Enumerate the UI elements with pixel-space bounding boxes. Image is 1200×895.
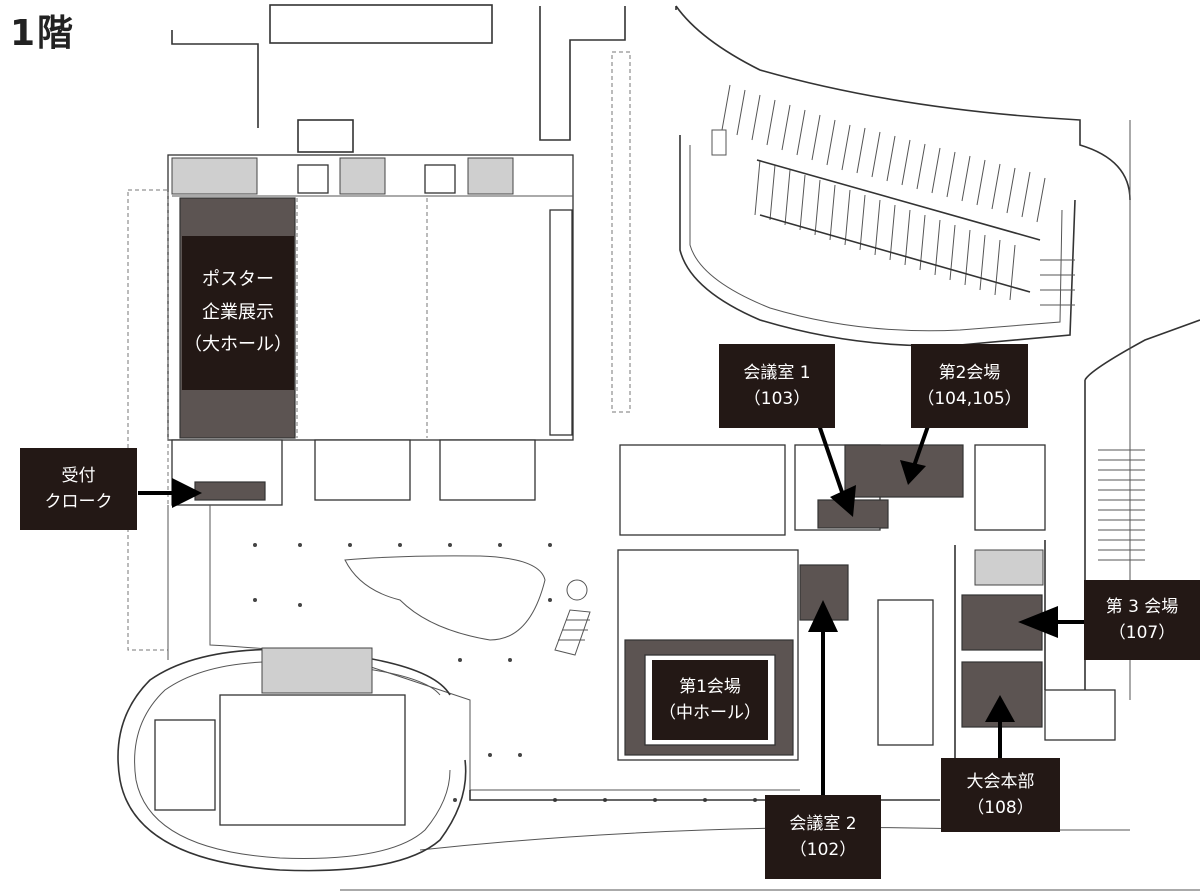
label-reception-line2: クローク — [44, 492, 113, 512]
reception-desk — [194, 481, 266, 501]
label-poster-line1: ポスター — [202, 269, 274, 291]
hall-top-room-2 — [339, 157, 386, 195]
label-venue1-line2: （中ホール） — [659, 703, 761, 723]
hall-top-room-5 — [424, 164, 456, 194]
middle-rooms-6 — [974, 444, 1046, 531]
auditorium-left-rooms — [154, 719, 216, 811]
auditorium-top-room — [261, 647, 373, 694]
label-meeting2-line2: （102） — [789, 840, 857, 860]
parking-inner — [689, 145, 1063, 332]
label-hq-line2: （108） — [967, 798, 1034, 818]
arrow-hq — [985, 695, 1015, 765]
hall-partitions — [296, 198, 428, 438]
label-venue2-line1: 第2会場 — [938, 362, 1001, 383]
outer-wall-top-left — [171, 30, 259, 128]
label-poster-exhibition: ポスター 企業展示 （大ホール） — [182, 236, 294, 390]
label-venue1-line1: 第1会場 — [679, 676, 741, 697]
arrow-venue2 — [900, 425, 930, 485]
top-right-wall — [539, 6, 626, 141]
label-poster-line3: （大ホール） — [184, 334, 292, 356]
label-venue3-line1: 第 3 会場 — [1105, 596, 1179, 617]
hall-right-corridor — [549, 209, 573, 436]
parking-stripes — [721, 84, 1075, 306]
top-building-strip — [269, 4, 493, 44]
stairs — [554, 609, 591, 656]
label-meeting-room-2: 会議室 2 （102） — [765, 795, 881, 879]
hall-top-room-1 — [171, 157, 258, 195]
floor-title: 1階 — [10, 13, 76, 54]
parking-road-outer — [675, 5, 1131, 201]
lobby-pond — [344, 555, 546, 641]
parking-post — [711, 129, 727, 156]
arrow-reception — [138, 478, 202, 508]
arrow-meeting2 — [808, 600, 838, 795]
label-meeting-room-1: 会議室 1 （103） — [719, 344, 835, 428]
label-poster-line2: 企業展示 — [202, 301, 274, 323]
arrow-meeting1 — [816, 421, 856, 517]
arrow-venue3 — [1018, 606, 1088, 638]
corridor-block — [877, 599, 934, 746]
spiral-stair — [566, 579, 588, 601]
top-small-box — [297, 119, 354, 153]
south-road — [340, 827, 1200, 891]
hall-left-dashed — [127, 189, 169, 651]
label-reception: 受付 クローク — [20, 448, 137, 530]
label-venue-3: 第 3 会場 （107） — [1084, 580, 1200, 660]
label-venue-2: 第2会場 （104,105） — [911, 344, 1028, 428]
label-reception-line1: 受付 — [61, 465, 96, 486]
label-headquarters: 大会本部 （108） — [941, 758, 1060, 832]
label-meeting2-line1: 会議室 2 — [789, 813, 857, 834]
venue2-room — [844, 444, 964, 498]
east-building-annex — [1044, 689, 1116, 741]
right-crosswalk — [1098, 449, 1145, 561]
label-meeting1-line1: 会議室 1 — [743, 362, 811, 383]
label-meeting1-line2: （103） — [743, 389, 811, 409]
middle-rooms-2 — [314, 439, 411, 501]
label-venue-1: 第1会場 （中ホール） — [652, 660, 768, 740]
hall-top-room-4 — [297, 164, 329, 194]
auditorium-stage — [219, 694, 406, 826]
middle-rooms-3 — [439, 439, 536, 501]
east-room-light — [974, 549, 1044, 586]
label-hq-line1: 大会本部 — [966, 771, 1035, 792]
label-venue3-line2: （107） — [1108, 623, 1176, 643]
label-venue2-line2: （104,105） — [917, 389, 1022, 409]
hall-top-room-3 — [467, 157, 514, 195]
middle-rooms-4 — [619, 444, 786, 536]
walkway-column — [611, 51, 631, 413]
